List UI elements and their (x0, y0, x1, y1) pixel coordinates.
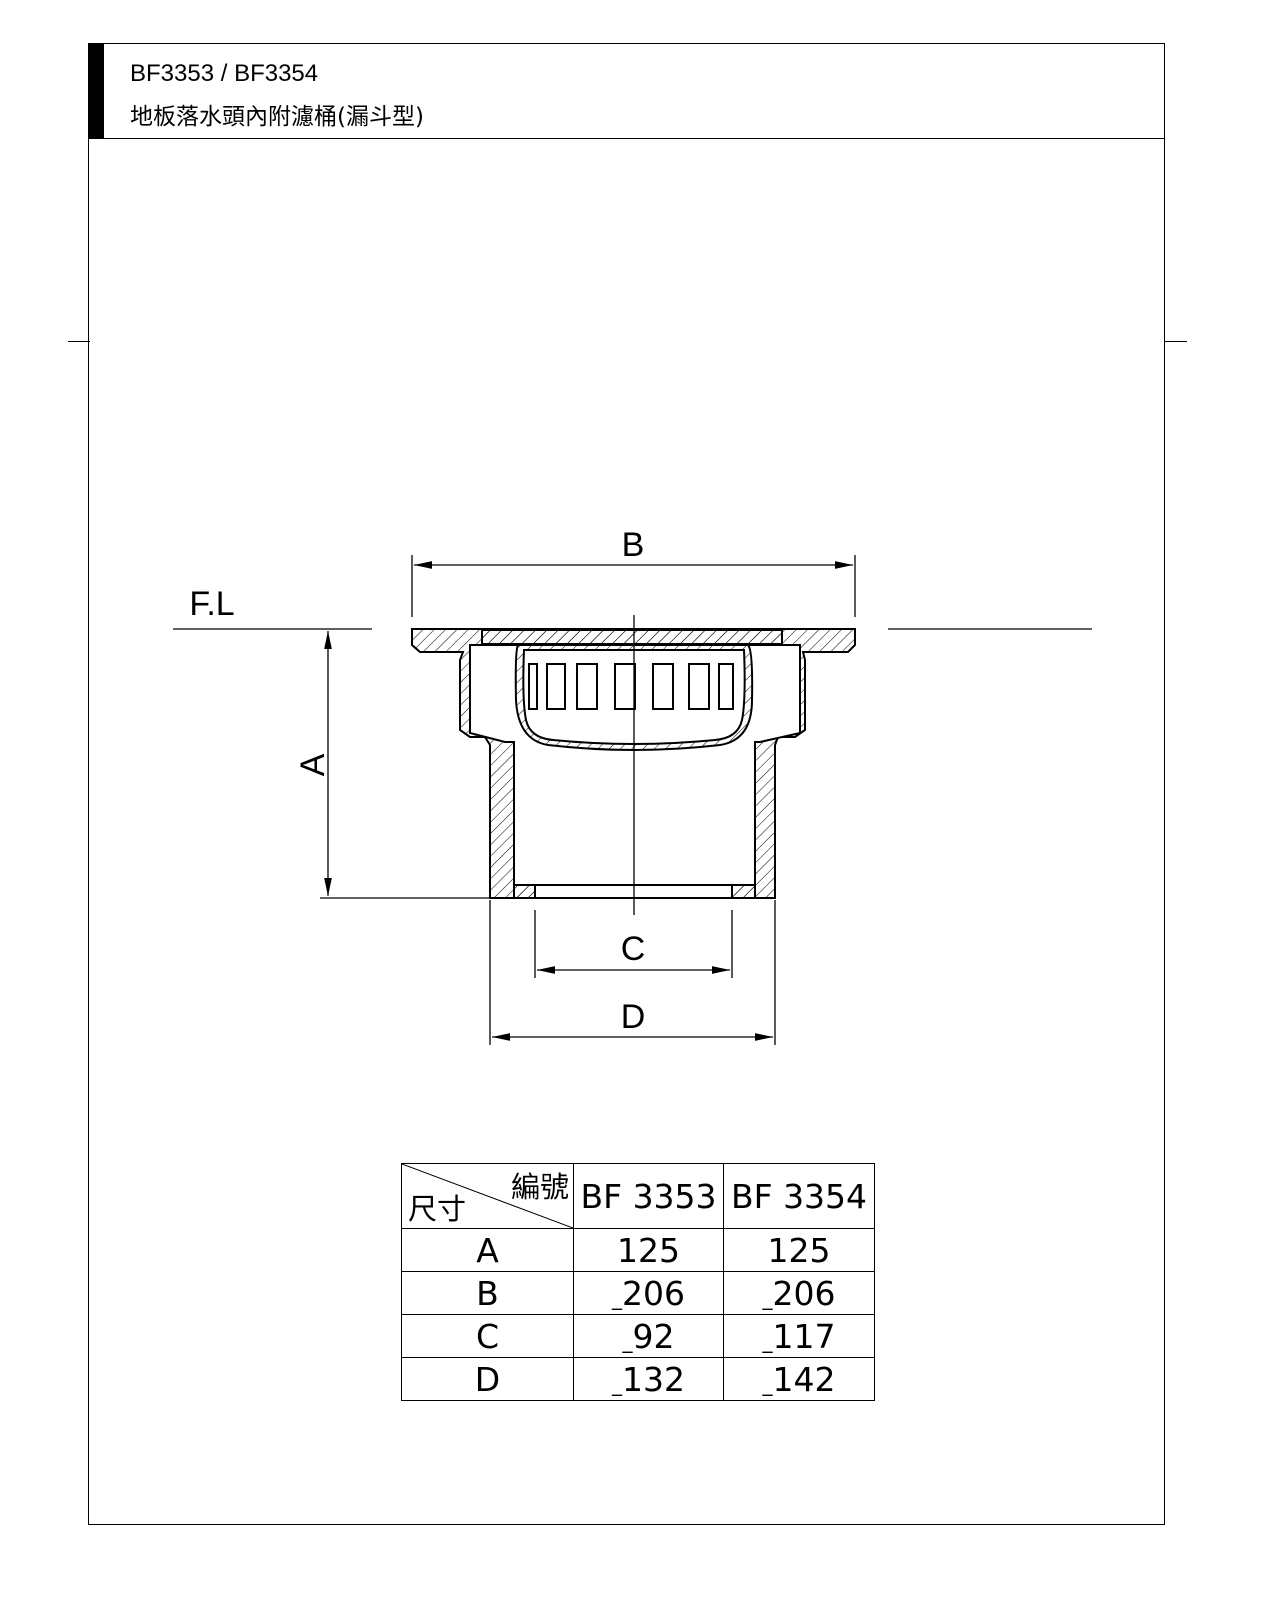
dim-label-a: A (294, 753, 332, 776)
diameter-prefix: _ (762, 1285, 773, 1310)
diameter-prefix: _ (612, 1371, 622, 1396)
grate (481, 629, 783, 645)
dim-label-c: C (621, 930, 646, 968)
corner-header-cell: 編號 尺寸 (401, 1163, 574, 1229)
cell: 206 (622, 1273, 685, 1313)
cell: 142 (772, 1359, 836, 1399)
row-label: A (401, 1228, 574, 1272)
cell: 125 (573, 1228, 724, 1272)
table-row: D_132_142 (401, 1357, 875, 1401)
column-header: BF 3354 (723, 1163, 875, 1229)
fold-mark-right (1165, 341, 1187, 342)
table-row: B_206_206 (401, 1271, 875, 1315)
diameter-prefix: _ (762, 1371, 773, 1396)
cell: 117 (772, 1316, 836, 1356)
cell: 92 (632, 1316, 675, 1356)
model-number: BF3353 / BF3354 (130, 60, 319, 87)
column-header: BF 3353 (573, 1163, 724, 1229)
diameter-prefix: _ (622, 1328, 633, 1353)
row-label: B (401, 1271, 574, 1315)
corner-label-dimension: 尺寸 (408, 1192, 467, 1226)
corner-label-model: 編號 (510, 1170, 569, 1204)
cell: 206 (772, 1273, 836, 1313)
sheet-border (88, 43, 1165, 1525)
row-label: D (401, 1357, 574, 1401)
basket-slots (528, 663, 734, 710)
table-row: C_92_117 (401, 1314, 875, 1358)
title-bar-accent (88, 43, 104, 138)
product-title: 地板落水頭內附濾桶(漏斗型) (130, 104, 424, 130)
header-divider (88, 138, 1165, 139)
diameter-prefix: _ (612, 1285, 622, 1310)
diameter-prefix: _ (762, 1328, 773, 1353)
dim-label-d: D (621, 998, 646, 1036)
fold-mark-left (68, 341, 90, 342)
floor-level-label: F.L (189, 585, 234, 623)
dim-label-b: B (622, 526, 645, 564)
cell: 125 (723, 1228, 875, 1272)
row-label: C (401, 1314, 574, 1358)
cell: 132 (622, 1359, 685, 1399)
